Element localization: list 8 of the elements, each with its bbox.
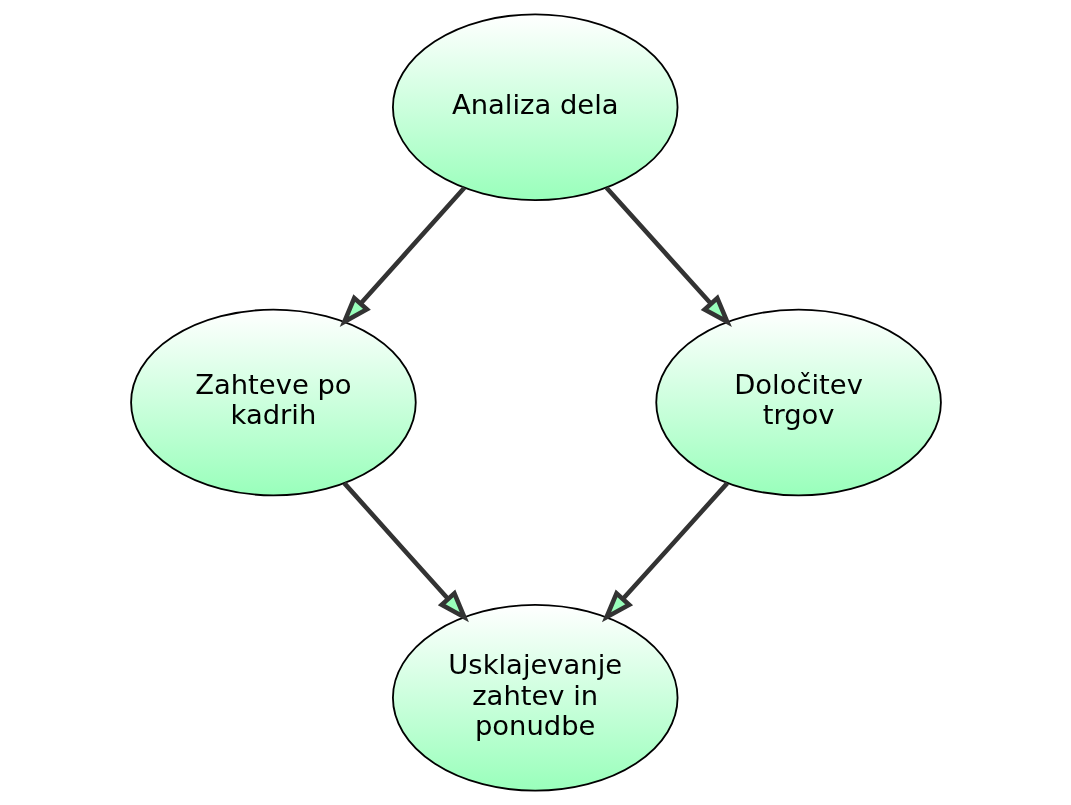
arrow [339,186,466,327]
node-ellipse: Usklajevanje zahtev in ponudbe [391,604,678,792]
node-ellipse: Določitev trgov [654,308,942,497]
node-ellipse: Zahteve po kadrih [129,308,417,497]
node-ellipse: Analiza dela [391,13,678,201]
arrow [601,481,729,623]
arrow [342,481,469,623]
arrow [604,186,732,327]
